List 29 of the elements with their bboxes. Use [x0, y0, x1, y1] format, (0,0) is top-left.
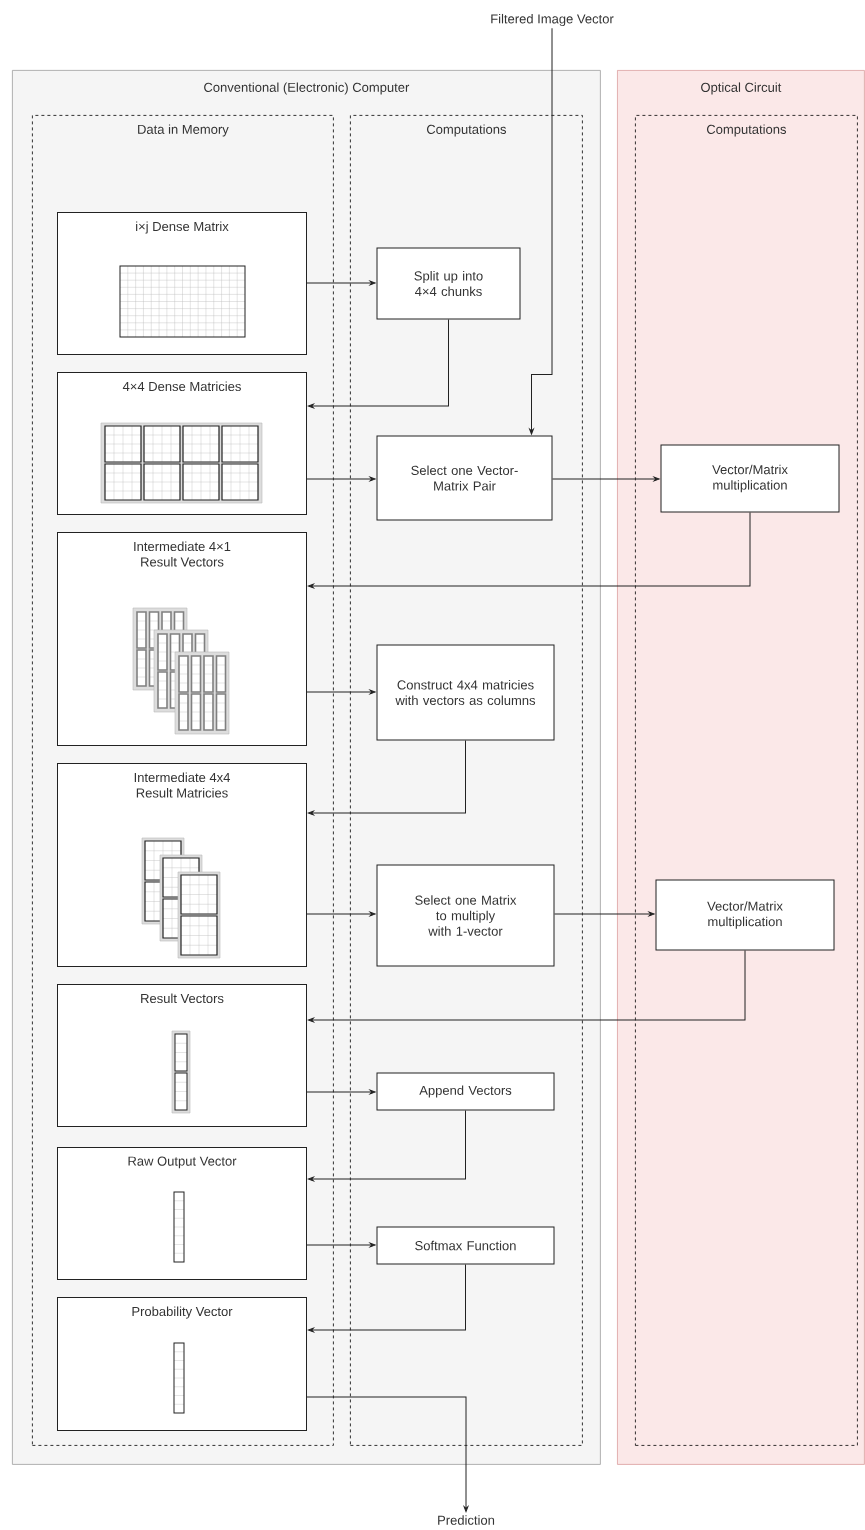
process-box: Append Vectors [376, 1072, 555, 1111]
arrow [306, 1396, 469, 1513]
process-box: Construct 4x4 matricies with vectors as columns [376, 644, 555, 741]
arrow [307, 1110, 466, 1182]
arrow [529, 27, 553, 435]
arrow [307, 319, 449, 409]
process-box: Select one Vector-Matrix Pair [376, 435, 553, 521]
arrow [307, 512, 751, 589]
arrow [307, 1264, 466, 1333]
arrow [307, 950, 746, 1023]
flow-label: Prediction [438, 1515, 495, 1525]
arrow [554, 911, 655, 917]
process-box: Vector/Matrix multiplication [655, 879, 835, 951]
arrow [306, 1089, 376, 1095]
process-box: Softmax Function [376, 1226, 555, 1265]
arrow [306, 280, 376, 286]
arrow [306, 476, 376, 482]
memory-box: Raw Output Vector [57, 1147, 307, 1280]
arrow [552, 476, 660, 482]
process-box: Select one Matrix to multiply with 1-vector [376, 864, 555, 967]
arrow [306, 1242, 376, 1248]
memory-box: Result Vectors [57, 984, 307, 1127]
arrow [307, 740, 466, 816]
arrow [306, 689, 376, 695]
memory-box: Probability Vector [57, 1297, 307, 1431]
process-box: Vector/Matrix multiplication [660, 444, 840, 513]
flow-label: Filtered Image Vector [491, 13, 614, 27]
arrow [306, 911, 376, 917]
process-box: Split up into 4×4 chunks [376, 247, 521, 320]
